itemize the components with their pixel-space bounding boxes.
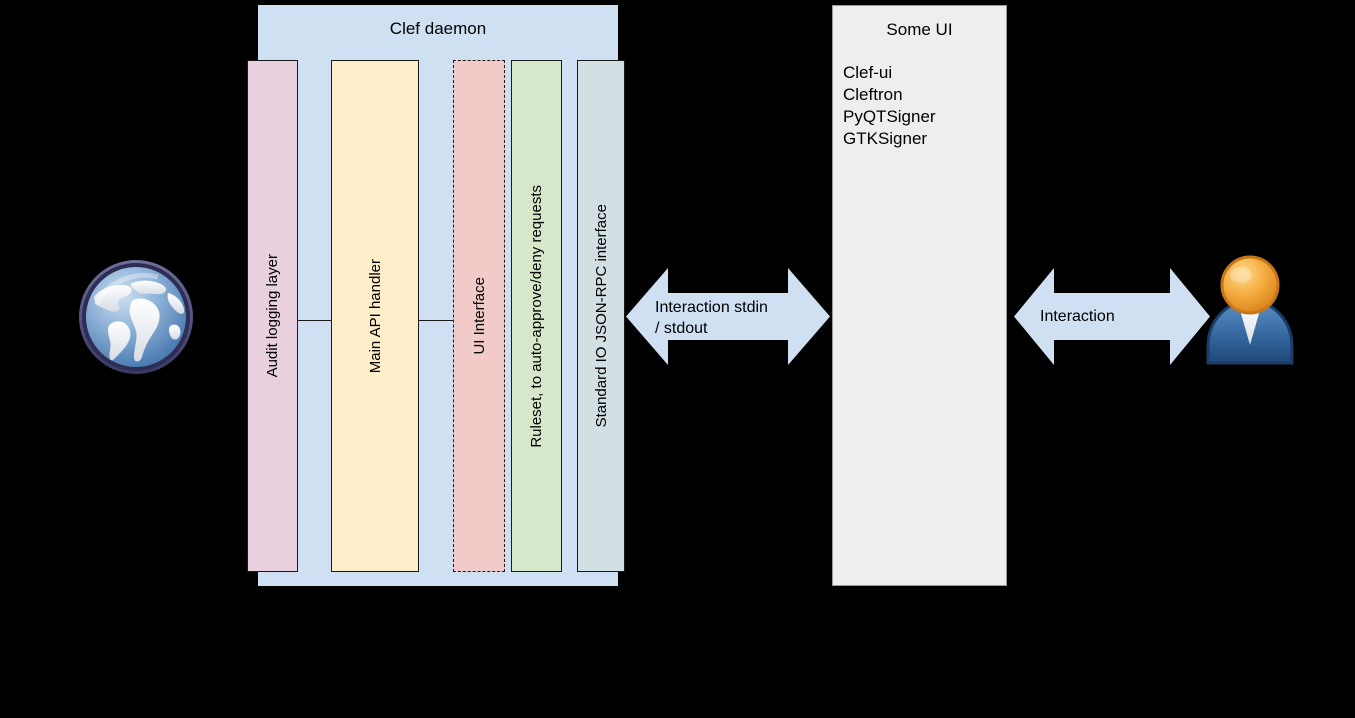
box-stdio-label: Standard IO JSON-RPC interface [592,204,610,428]
list-item: GTKSigner [843,129,928,148]
box-ruleset[interactable]: Ruleset, to auto-approve/deny requests [511,60,562,572]
list-item: PyQTSigner [843,107,936,126]
box-main-api-handler[interactable]: Main API handler [331,60,419,572]
list-item: Clef-ui [843,63,893,82]
box-api-label: Main API handler [366,258,384,374]
stdio-arrow-label: Interaction stdin / stdout [655,299,768,337]
box-ui-label: UI Interface [470,277,488,355]
some-ui-title: Some UI [886,20,953,39]
box-ui-interface[interactable]: UI Interface [453,60,505,572]
box-audit-logging-layer[interactable]: Audit logging layer [247,60,298,572]
some-ui-panel [832,5,1007,586]
stdio-arrow-icon [626,268,830,365]
globe-icon [72,253,200,381]
box-audit-label: Audit logging layer [264,254,281,378]
connector-audit-to-api [297,320,332,321]
box-standard-io-jsonrpc-interface[interactable]: Standard IO JSON-RPC interface [577,60,625,572]
interaction-arrow-label: Interaction [1040,308,1115,325]
list-item: Cleftron [843,85,903,104]
interaction-arrow-icon [1014,268,1210,365]
clef-daemon-container [258,5,618,586]
connector-api-to-ui [418,320,454,321]
clef-daemon-title: Clef daemon [389,19,487,38]
user-icon [1200,253,1300,368]
some-ui-list: Clef-ui Cleftron PyQTSigner GTKSigner [843,62,1003,150]
box-ruleset-label: Ruleset, to auto-approve/deny requests [528,184,545,448]
